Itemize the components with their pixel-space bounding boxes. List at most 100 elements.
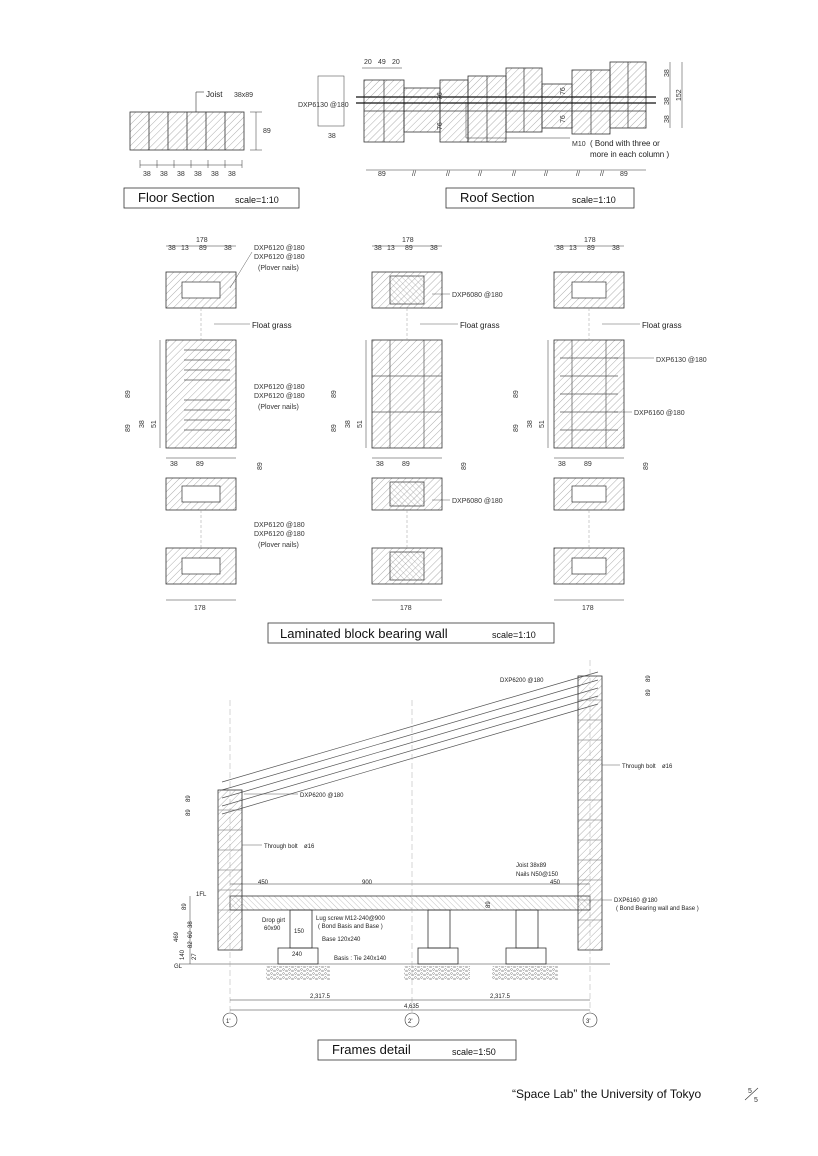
roof-title: Roof Section (460, 190, 534, 205)
wall3-float-grass: Float grass (642, 321, 682, 330)
frame-drop-girt-size: 60x90 (264, 926, 281, 932)
floor-dim-5: 38 (211, 171, 219, 178)
frame-gl: GL (174, 964, 183, 970)
wall1-plover: (Plover nails) (258, 265, 299, 272)
wall2-dim-89-bottom: 89 (402, 461, 410, 468)
roof-bolt-note-1: ( Bond with three or (590, 139, 660, 148)
roof-bdim-9: 89 (620, 171, 628, 178)
footer-credit: “Space Lab” the University of Tokyo (512, 1087, 702, 1101)
roof-bdim-4: // (478, 171, 482, 178)
wall-section: 178 38 13 89 38 DXP6120 @180 DXP6120 @18… (125, 237, 707, 644)
frame-dim-450-right: 450 (550, 880, 561, 886)
footer: “Space Lab” the University of Tokyo 5 5 (512, 1087, 759, 1104)
axis-label-3: 3' (586, 1019, 590, 1025)
wall1-screw-a: DXP6120 @180 (254, 245, 305, 252)
floor-joist-size: 38x89 (234, 92, 253, 99)
roof-dim-38-r2: 38 (664, 97, 671, 105)
wall-column-1: 178 38 13 89 38 DXP6120 @180 DXP6120 @18… (125, 237, 305, 612)
wall3-dim-89-left2: 89 (513, 424, 520, 432)
wall2-screw-a: DXP6080 @180 (452, 292, 503, 299)
roof-bdim-3: // (446, 171, 450, 178)
wall-title: Laminated block bearing wall (280, 626, 448, 641)
frame-ldim-82: 82 (188, 941, 194, 948)
wall2-dim-13: 13 (387, 245, 395, 252)
floor-section: Joist 38x89 89 38 38 38 38 38 38 Floor S… (123, 90, 300, 209)
floor-scale: scale=1:10 (235, 195, 279, 205)
frame-ldim-469: 469 (174, 931, 180, 942)
wall3-dim-38b: 38 (612, 245, 620, 252)
wall2-total-dim: 178 (402, 237, 414, 244)
wall-title-box (267, 622, 555, 644)
floor-height-dim: 89 (263, 128, 271, 135)
floor-dim-4: 38 (194, 171, 202, 178)
wall1-float-grass: Float grass (252, 321, 292, 330)
wall3-bottom-total: 178 (582, 605, 594, 612)
axis-marker-3 (582, 1012, 598, 1028)
wall2-dim-89: 89 (405, 245, 413, 252)
wall1-dim-38b: 38 (224, 245, 232, 252)
wall1-dim-38-bottom: 38 (170, 461, 178, 468)
frame-dim-900: 900 (362, 880, 373, 886)
roof-bdim-5: // (512, 171, 516, 178)
frame-drop-girt: Drop girt (262, 918, 285, 924)
roof-top-dim-3: 20 (392, 59, 400, 66)
axis-marker-1 (222, 1012, 238, 1028)
frame-dim-left-89a: 89 (186, 795, 192, 802)
frame-dim-right-89b: 89 (646, 689, 652, 696)
wall2-dim-38-bottom: 38 (376, 461, 384, 468)
wall1-screw-d: DXP6120 @180 (254, 393, 305, 400)
wall1-dim-51-left: 51 (151, 420, 158, 428)
roof-bdim-1: 89 (378, 171, 386, 178)
floor-title-box (123, 187, 300, 209)
wall-column-3: 178 38 13 89 38 Float grass DXP6130 @ (513, 237, 707, 612)
floor-dim-3: 38 (177, 171, 185, 178)
frame-ldim-140: 140 (180, 949, 186, 960)
frame-dim-right-89a: 89 (646, 675, 652, 682)
frame-through-bolt-right: Through bolt (622, 764, 656, 770)
wall2-dim-89-left2: 89 (331, 424, 338, 432)
wall2-dim-38a: 38 (374, 245, 382, 252)
wall1-plover-2: (Plover nails) (258, 404, 299, 411)
frame-dim-left-89b: 89 (186, 809, 192, 816)
roof-dim-38-left: 38 (328, 133, 336, 140)
wall1-total-dim: 178 (196, 237, 208, 244)
frame-dxp6160-note: ( Bond Bearing wall and Base ) (616, 906, 699, 912)
axis-label-1: 1' (226, 1019, 230, 1025)
wall1-dim-89: 89 (199, 245, 207, 252)
wall3-dim-38-bottom: 38 (558, 461, 566, 468)
wall1-bottom-total: 178 (194, 605, 206, 612)
wall1-screw-e: DXP6120 @180 (254, 522, 305, 529)
wall2-dim-38b: 38 (430, 245, 438, 252)
frame-nails: Nails N50@150 (516, 872, 559, 878)
wall2-dim-89-left: 89 (331, 390, 338, 398)
frame-span-total: 4,635 (404, 1004, 420, 1010)
wall3-screw-a: DXP6130 @180 (656, 357, 707, 364)
roof-top-dim-1: 20 (364, 59, 372, 66)
frame-dim-150: 150 (294, 929, 305, 935)
frame-floor (229, 895, 591, 911)
frame-dxp6200-top: DXP6200 @180 (500, 678, 544, 684)
frames-detail: DXP6200 @180 DXP6200 @180 Through bolt ø… (174, 660, 699, 1061)
wall1-dim-89-left: 89 (125, 390, 132, 398)
wall3-dim-38-left: 38 (527, 420, 534, 428)
roof-screw-label: DXP6130 @180 (298, 102, 349, 109)
roof-top-dim-2: 49 (378, 59, 386, 66)
roof-dim-76-a: 76 (437, 92, 444, 100)
roof-dim-76-d: 76 (560, 115, 567, 123)
frame-dxp6160: DXP6160 @180 (614, 898, 658, 904)
floor-dim-6: 38 (228, 171, 236, 178)
frame-dim-240: 240 (292, 952, 303, 958)
wall1-dim-38a: 38 (168, 245, 176, 252)
roof-dim-76-b: 76 (437, 122, 444, 130)
frame-span-right: 2,317.5 (490, 994, 511, 1000)
wall3-dim-89-left: 89 (513, 390, 520, 398)
wall1-dim-89-right: 89 (257, 462, 264, 470)
roof-bdim-7: // (576, 171, 580, 178)
frame-basis: Basis : Tie 240x140 (334, 956, 387, 962)
frame-1fl: 1FL (196, 892, 207, 898)
wall2-dim-38-left: 38 (345, 420, 352, 428)
roof-bolt-note-2: more in each column ) (590, 150, 669, 159)
footer-page-total: 5 (754, 1097, 758, 1104)
roof-bolt-label: M10 (572, 141, 586, 148)
